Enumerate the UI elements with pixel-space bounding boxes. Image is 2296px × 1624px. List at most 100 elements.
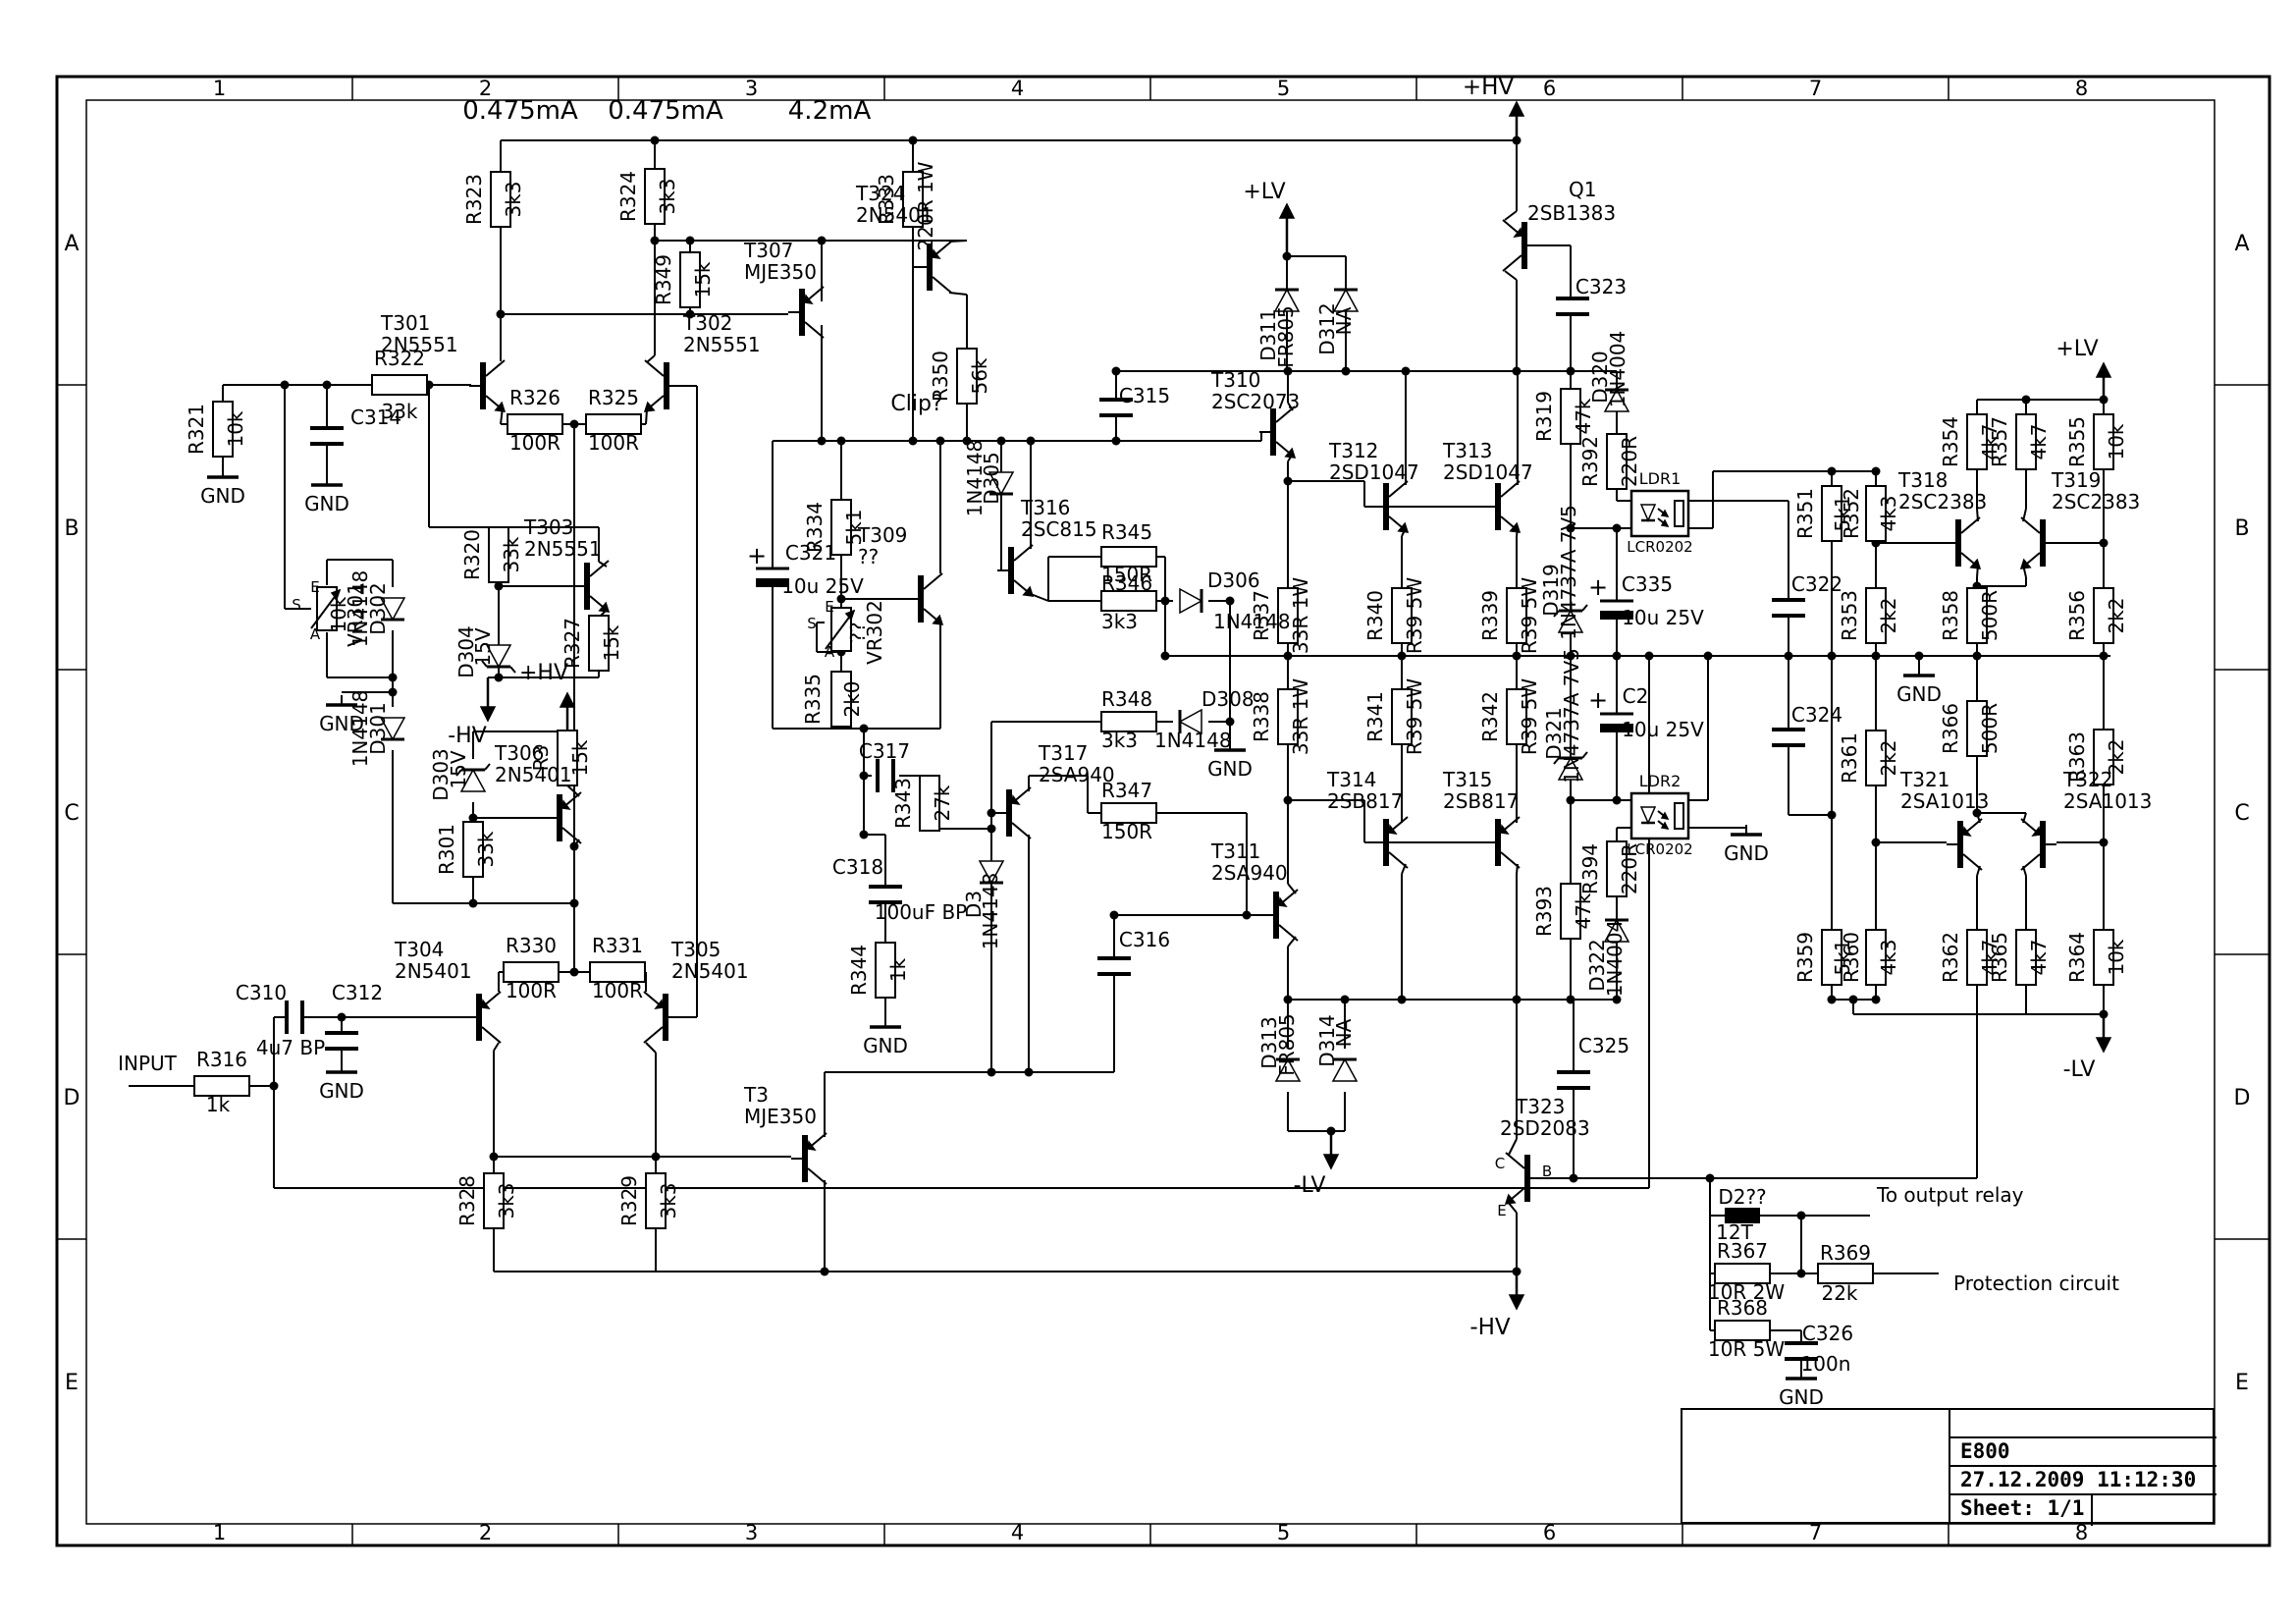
frame-col-7: 7 xyxy=(1809,1521,1822,1544)
junction-dot xyxy=(1283,795,1293,805)
transistor-T317 xyxy=(1011,822,1032,839)
label-T322: T322 xyxy=(2062,768,2112,791)
label-R358: R358 xyxy=(1939,590,1962,641)
junction-dot xyxy=(1827,810,1837,820)
transistor-T316 xyxy=(1008,547,1014,594)
transistor-T312 xyxy=(1397,521,1410,533)
label-D312: D312 xyxy=(1315,302,1339,355)
label-10k: 10k xyxy=(327,596,350,632)
label-100R: 100R xyxy=(588,431,639,455)
label-47k: 47k xyxy=(1572,398,1595,434)
resistor-R316 xyxy=(193,1075,250,1097)
label-R329: R329 xyxy=(617,1175,641,1226)
transistor-T301 xyxy=(485,359,506,377)
label-15V: 15V xyxy=(447,750,470,788)
resistor-R326 xyxy=(507,413,563,435)
transistor-T322 xyxy=(2031,826,2041,837)
label-T3: T3 xyxy=(743,1083,769,1107)
junction-dot xyxy=(494,673,504,682)
label-GND: GND xyxy=(1779,1385,1824,1409)
label-+LV: +LV xyxy=(1243,180,1285,204)
resistor-R367 xyxy=(1714,1263,1771,1284)
resistor-R351 xyxy=(1821,485,1842,542)
transistor-T314 xyxy=(1388,851,1409,869)
transistor-T318 xyxy=(1955,519,1961,567)
junction-dot xyxy=(1871,651,1881,661)
label-MJE350: MJE350 xyxy=(744,260,817,284)
resistor-R333 xyxy=(902,171,924,228)
label-T309: T309 xyxy=(857,523,907,547)
junction-dot xyxy=(817,436,827,446)
junction-dot xyxy=(987,808,996,818)
frame-row-C: C xyxy=(64,801,79,826)
label-GND: GND xyxy=(319,712,364,735)
resistor-R324 xyxy=(644,168,666,225)
junction-dot xyxy=(1283,476,1293,486)
transistor-T301 xyxy=(480,362,486,409)
label-100uF BP: 100uF BP xyxy=(875,900,968,924)
junction-dot xyxy=(1111,436,1121,446)
label--LV: -LV xyxy=(1294,1173,1326,1198)
resistor-R369 xyxy=(1817,1263,1874,1284)
optocoupler-LDR2 xyxy=(1674,802,1684,830)
power-arrow-down xyxy=(479,706,497,723)
diode-D303 xyxy=(459,768,487,792)
label-220R 1W: 220R 1W xyxy=(914,161,937,250)
junction-dot xyxy=(1160,651,1170,661)
label-GND: GND xyxy=(1896,682,1942,706)
transistor-T319 xyxy=(2020,516,2041,534)
label-T319: T319 xyxy=(2051,468,2101,492)
wire xyxy=(598,561,608,568)
junction-dot xyxy=(337,1012,347,1022)
label-2SC2073: 2SC2073 xyxy=(1211,390,1300,413)
label-R333: R333 xyxy=(875,174,898,225)
label-T313: T313 xyxy=(1442,439,1492,462)
label-R39 5W: R39 5W xyxy=(1403,577,1426,654)
label-R334: R334 xyxy=(803,502,827,553)
junction-dot xyxy=(1225,596,1235,606)
junction-dot xyxy=(996,436,1006,446)
diode-D304 xyxy=(509,666,516,674)
label-VR301: VR301 xyxy=(344,582,367,647)
frame-row-D: D xyxy=(2234,1086,2251,1110)
label-T314: T314 xyxy=(1326,768,1376,791)
label-2SD1047: 2SD1047 xyxy=(1443,460,1533,484)
label-R347: R347 xyxy=(1101,779,1152,802)
transistor-T314 xyxy=(1383,819,1389,866)
label-1N4148: 1N4148 xyxy=(963,440,987,517)
label-Protection circuit: Protection circuit xyxy=(1953,1272,2119,1295)
label-T324: T324 xyxy=(855,182,905,205)
transistor-T322 xyxy=(2020,853,2041,871)
resistor-R394 xyxy=(1606,840,1628,897)
junction-dot xyxy=(569,419,579,429)
frame-row-D: D xyxy=(64,1086,80,1110)
label--HV: -HV xyxy=(1469,1315,1511,1340)
label-T312: T312 xyxy=(1328,439,1378,462)
diode-D320 xyxy=(1603,388,1630,412)
junction-dot xyxy=(685,236,695,245)
label-1N4148: 1N4148 xyxy=(1154,729,1232,752)
resistor-R352 xyxy=(1865,485,1887,542)
resistor-R361 xyxy=(1865,730,1887,786)
label-150R: 150R xyxy=(1101,820,1152,843)
transistor-T316 xyxy=(1022,585,1035,597)
junction-dot xyxy=(987,824,996,834)
resistor-R393 xyxy=(1560,883,1581,940)
label-10u 25V: 10u 25V xyxy=(781,574,864,598)
transistor-T315 xyxy=(1495,819,1501,866)
transistor-T309 xyxy=(932,614,944,625)
label-R343: R343 xyxy=(891,778,915,829)
junction-dot xyxy=(1827,995,1837,1004)
junction-dot xyxy=(2021,395,2031,405)
label-R368: R368 xyxy=(1717,1296,1768,1320)
label-100R: 100R xyxy=(509,431,561,455)
label-R359: R359 xyxy=(1793,932,1817,983)
label-1N4737A 7V5: 1N4737A 7V5 xyxy=(1560,648,1583,784)
transistor-T305 xyxy=(663,994,668,1041)
transistor-T324 xyxy=(932,276,952,294)
junction-dot xyxy=(859,771,869,781)
junction-dot xyxy=(685,309,695,319)
transistor-T323 xyxy=(1505,1152,1525,1169)
label-C324: C324 xyxy=(1791,703,1842,727)
label-5k1: 5k1 xyxy=(1831,495,1854,531)
